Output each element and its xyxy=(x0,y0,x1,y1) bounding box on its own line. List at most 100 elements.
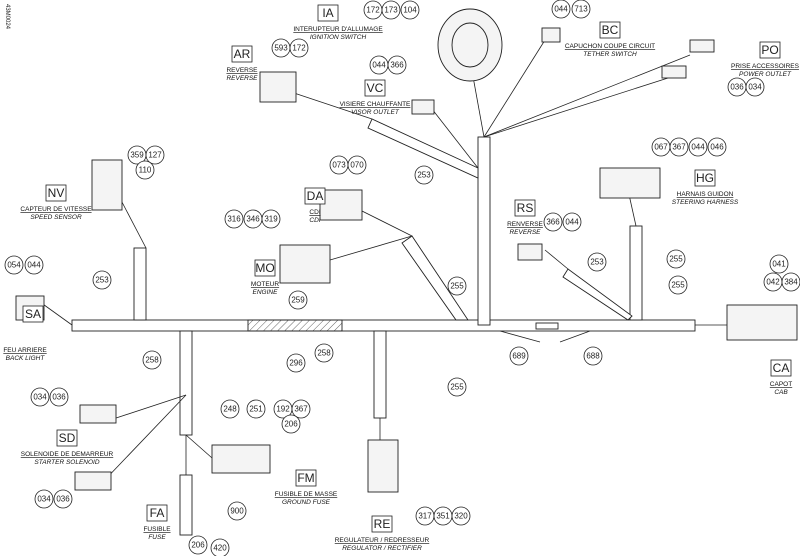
part-callout: 351 xyxy=(433,506,453,526)
part-callout: 206 xyxy=(188,535,208,555)
harness-callout: 688 xyxy=(583,346,603,366)
callout-number: 367 xyxy=(672,143,686,152)
callout-number: 036 xyxy=(56,495,70,504)
component-name-fr: PRISE ACCESSOIRES xyxy=(731,63,800,70)
visor-outlet-connector xyxy=(411,99,435,115)
part-callout: 044 xyxy=(369,55,389,75)
part-callout: 206 xyxy=(281,414,301,434)
part-callout: 046 xyxy=(707,137,727,157)
callout-number: 067 xyxy=(654,143,668,152)
callout-number: 034 xyxy=(33,393,47,402)
component-name-fr: MOTEUR xyxy=(251,281,279,288)
wire xyxy=(483,39,546,138)
callout-number: 900 xyxy=(230,507,244,516)
component-code-box xyxy=(295,469,317,487)
component-code: RS xyxy=(517,201,534,215)
component-code: FM xyxy=(297,471,314,485)
callout-number: 041 xyxy=(772,260,786,269)
component-name-en: GROUND FUSE xyxy=(282,499,331,506)
component-code-box xyxy=(22,305,44,323)
component-code: PO xyxy=(761,43,778,57)
callout-number: 253 xyxy=(417,171,431,180)
component-code: HG xyxy=(696,171,714,185)
wire xyxy=(559,330,591,343)
component-name-fr: HARNAIS GUIDON xyxy=(677,191,734,198)
component-name-fr: REGULATEUR / REDRESSEUR xyxy=(335,537,430,544)
part-callout: 067 xyxy=(651,137,671,157)
callout-number: 036 xyxy=(52,393,66,402)
harness-tube xyxy=(133,247,147,321)
callout-number: 172 xyxy=(292,44,306,53)
component-name-en: CDI xyxy=(309,217,320,224)
callout-number: 070 xyxy=(350,161,364,170)
part-callout: 034 xyxy=(34,489,54,509)
part-callout: 044 xyxy=(688,137,708,157)
reverse-connector-rs xyxy=(517,243,543,261)
part-callout: 042 xyxy=(763,272,783,292)
callout-number: 351 xyxy=(436,512,450,521)
callout-number: 206 xyxy=(284,420,298,429)
callout-number: 367 xyxy=(294,405,308,414)
component-code-box xyxy=(371,515,393,533)
component-name-fr: FUSIBLE xyxy=(143,526,171,533)
part-callout: 319 xyxy=(261,209,281,229)
callout-number: 255 xyxy=(450,383,464,392)
callout-number: 054 xyxy=(7,261,21,270)
component-code-box xyxy=(770,359,792,377)
callout-number: 034 xyxy=(37,495,51,504)
callout-number: 253 xyxy=(95,276,109,285)
callout-number: 253 xyxy=(590,258,604,267)
part-callout: 104 xyxy=(400,0,420,20)
callout-number: 251 xyxy=(249,405,263,414)
callout-number: 366 xyxy=(390,61,404,70)
cdi-connector xyxy=(319,189,363,221)
component-name-en: VISOR OUTLET xyxy=(351,109,400,116)
callout-number: 317 xyxy=(418,512,432,521)
component-name-en: STEERING HARNESS xyxy=(672,199,739,206)
steering-harness-connector xyxy=(599,167,661,199)
component-code: AR xyxy=(234,47,251,61)
callout-number: 319 xyxy=(264,215,278,224)
part-callout: 110 xyxy=(135,160,155,180)
part-callout: 044 xyxy=(551,0,571,19)
callout-number: 255 xyxy=(671,281,685,290)
component-code: RE xyxy=(374,517,391,531)
component-code-box xyxy=(694,169,716,187)
callout-number: 044 xyxy=(565,218,579,227)
callout-number: 044 xyxy=(372,61,386,70)
wire xyxy=(499,330,541,343)
callout-number: 320 xyxy=(454,512,468,521)
component-name-en: POWER OUTLET xyxy=(739,71,792,78)
callout-number: 042 xyxy=(766,278,780,287)
callout-number: 036 xyxy=(730,83,744,92)
part-callout: 041 xyxy=(769,254,789,274)
component-code: CA xyxy=(773,361,790,375)
component-name-fr: INTERUPTEUR D'ALLUMAGE xyxy=(293,26,383,33)
component-name-en: REVERSE xyxy=(226,75,258,82)
harness-callout: 253 xyxy=(92,270,112,290)
starter-solenoid-connector-2 xyxy=(74,471,112,491)
component-code-box xyxy=(146,504,168,522)
callout-number: 192 xyxy=(276,405,290,414)
part-callout: 172 xyxy=(289,38,309,58)
part-callout: 036 xyxy=(53,489,73,509)
part-callout: 044 xyxy=(24,255,44,275)
harness-callout: 255 xyxy=(447,276,467,296)
harness-tube xyxy=(373,330,387,419)
component-code: SD xyxy=(59,431,76,445)
callout-number: 258 xyxy=(317,349,331,358)
speed-sensor-connector xyxy=(91,159,123,211)
part-callout: 316 xyxy=(224,209,244,229)
